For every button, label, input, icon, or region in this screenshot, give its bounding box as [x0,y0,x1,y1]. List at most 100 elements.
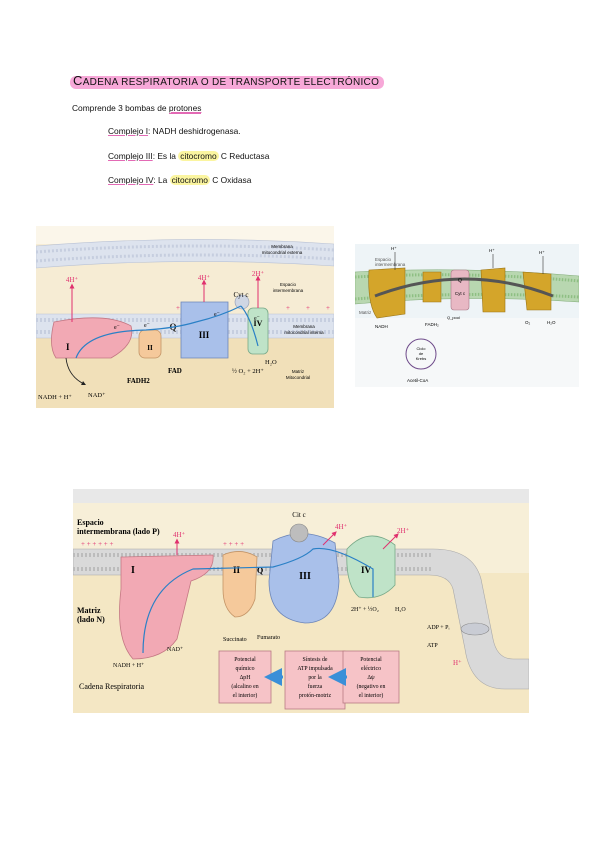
fig3-cyt-c [289,523,309,543]
fig3-box-mid-4: fuerza [308,683,323,690]
fig2-q-pool-box [450,269,470,311]
fig3-atp: ATP [427,643,438,649]
complex-1-after: . [238,126,241,136]
fig3-box-right-4: (negativo en [357,683,386,690]
fig1-electron-label-3: e⁻ [214,312,220,318]
complex-4-after: C Oxidasa [209,175,252,185]
fig3-complex-3-label: III [299,571,311,582]
fig3-electron-path [142,547,374,654]
fig3-fumarate: Fumarato [257,635,280,641]
fig3-proton-arrow-3 [322,531,337,546]
svg-text:+: + [176,304,180,312]
fig1-matrix-label-1: Matriz [292,369,305,374]
fig1-cyt-c-label: Cyt c [234,291,249,299]
fig1-cyt-c [234,294,250,310]
fig2-matrix-label: Matriz [359,310,372,315]
complex-4-highlight: citocromo [169,175,210,185]
fig2-space-2: intermembrana [375,262,406,267]
fig3-complex-1 [119,554,214,660]
complex-1-label: Complejo I [108,126,149,136]
fig1-proton-4: 2H⁺ [252,270,265,278]
fig1-water: H₂O [265,359,277,366]
fig2-h-4: H⁺ [539,250,545,255]
fig1-fadh2: FADH2 [127,377,150,385]
fig1-complex-3-label: III [199,330,210,340]
page-title: CADENA RESPIRATORIA O DE TRANSPORTE ELEC… [70,73,385,89]
fig2-h-3: H⁺ [489,248,495,253]
svg-text:+ + + + + +: + + + + + + [81,540,113,548]
fig2-h-1: H⁺ [391,246,397,251]
fig1-inter-label-1: Espacio [280,282,297,287]
complex-1-line: Complejo I: NADH deshidrogenasa. [108,126,241,136]
fig3-outer-membrane [73,489,529,503]
fig3-complex-2-label: II [233,565,241,575]
figure-electron-chain-1: Membrana mitocondrial externa Espacio in… [36,226,334,408]
intro-before: Comprende 3 bombas de [72,103,169,113]
complex-4-label: Complejo IV [108,175,154,185]
fig3-box-left-5: el interior) [233,692,258,699]
fig3-box-right-5: el interior) [359,692,384,699]
fig2-cyt: Cyt c [455,291,466,296]
fig3-space-1: Espacio [77,518,104,527]
fig3-box-right [342,650,400,704]
figure-electron-chain-3: Espacio intermembrana (lado P) Matriz (l… [73,489,529,713]
fig2-space-1: Espacio [375,257,392,262]
fig2-q-pool: Q_pool [447,315,460,320]
fig3-box-mid-3: por la [308,675,322,681]
figure-2-svg: Espacio intermembrana Matriz Q Cyt c H⁺ … [355,244,579,387]
title-rest: ADENA RESPIRATORIA O DE TRANSPORTE ELECT… [82,77,380,88]
fig1-complex-1 [51,317,133,359]
intro-text: Comprende 3 bombas de protones [72,103,202,114]
complex-3-line: Complejo III: Es la citocromo C Reductas… [108,151,269,161]
fig3-h: H⁺ [453,659,462,667]
fig2-krebs-3: Krebs [416,356,426,361]
fig3-box-left-1: Potencial [234,657,256,663]
fig3-complex-4 [346,535,396,599]
fig2-nadh: NADH [375,324,388,329]
fig3-box-mid-5: protón-motriz [299,693,332,699]
fig3-water-in: 2H⁺ + ½O₂ [351,606,379,613]
fig3-nad: NAD⁺ [167,647,183,653]
fig3-proton-3: 4H⁺ [335,523,348,531]
svg-text:+ + + +: + + + + [223,540,244,548]
fig1-complex-4 [247,307,269,355]
fig1-inner-label-1: Membrana [293,324,315,329]
fig2-o2: O₂ [525,320,531,325]
fig2-fadh2: FADH₂ [425,322,439,327]
fig3-box-right-3: Δψ [367,675,375,681]
figure-1-svg: Membrana mitocondrial externa Espacio in… [36,226,334,408]
fig3-proton-1: 4H⁺ [173,531,186,539]
fig2-krebs-cycle [405,338,437,370]
fig2-electron-track [374,277,554,298]
fig3-box-left-3: ΔpH [240,675,252,681]
svg-text:+: + [306,304,310,312]
fig1-complex-1-label: I [66,342,70,352]
title-initial: C [73,73,83,88]
complex-3-after: C Reductasa [218,151,270,161]
fig1-fad: FAD [168,367,182,375]
fig1-electron-label-1: e⁻ [114,325,120,331]
fig3-water-out: H₂O [395,607,406,613]
fig3-proton-4: 2H⁺ [397,527,410,535]
fig2-complex-3 [480,267,506,313]
fig1-cytosol [36,226,334,244]
fig3-caption: Cadena Respiratoria [79,682,145,691]
fig1-inner-label-2: mitocondrial interna [284,330,324,335]
fig3-matrix-1: Matriz [77,606,101,615]
fig3-box-left-2: químico [236,666,255,672]
fig3-complex-4-label: IV [361,565,372,575]
complex-1-before: : NADH deshidrogenasa [148,126,239,136]
fig3-nadh: NADH + H⁺ [113,663,144,669]
fig3-space-2: intermembrana (lado P) [77,527,160,536]
fig2-proton-arrows [394,252,544,274]
fig3-matrix-2: (lado N) [77,615,105,624]
fig1-electron-path-2 [240,305,259,347]
fig3-cit-c: Cit c [292,511,305,519]
fig1-inter-label-2: intermembrana [273,288,304,293]
figure-3-svg: Espacio intermembrana (lado P) Matriz (l… [73,489,529,713]
fig2-matrix [355,318,579,387]
complex-3-before: : Es la [152,151,179,161]
fig1-outer-lipids [36,244,334,263]
fig2-q: Q [458,278,462,284]
fig2-acetyl: Acetil-CoA [407,378,428,383]
